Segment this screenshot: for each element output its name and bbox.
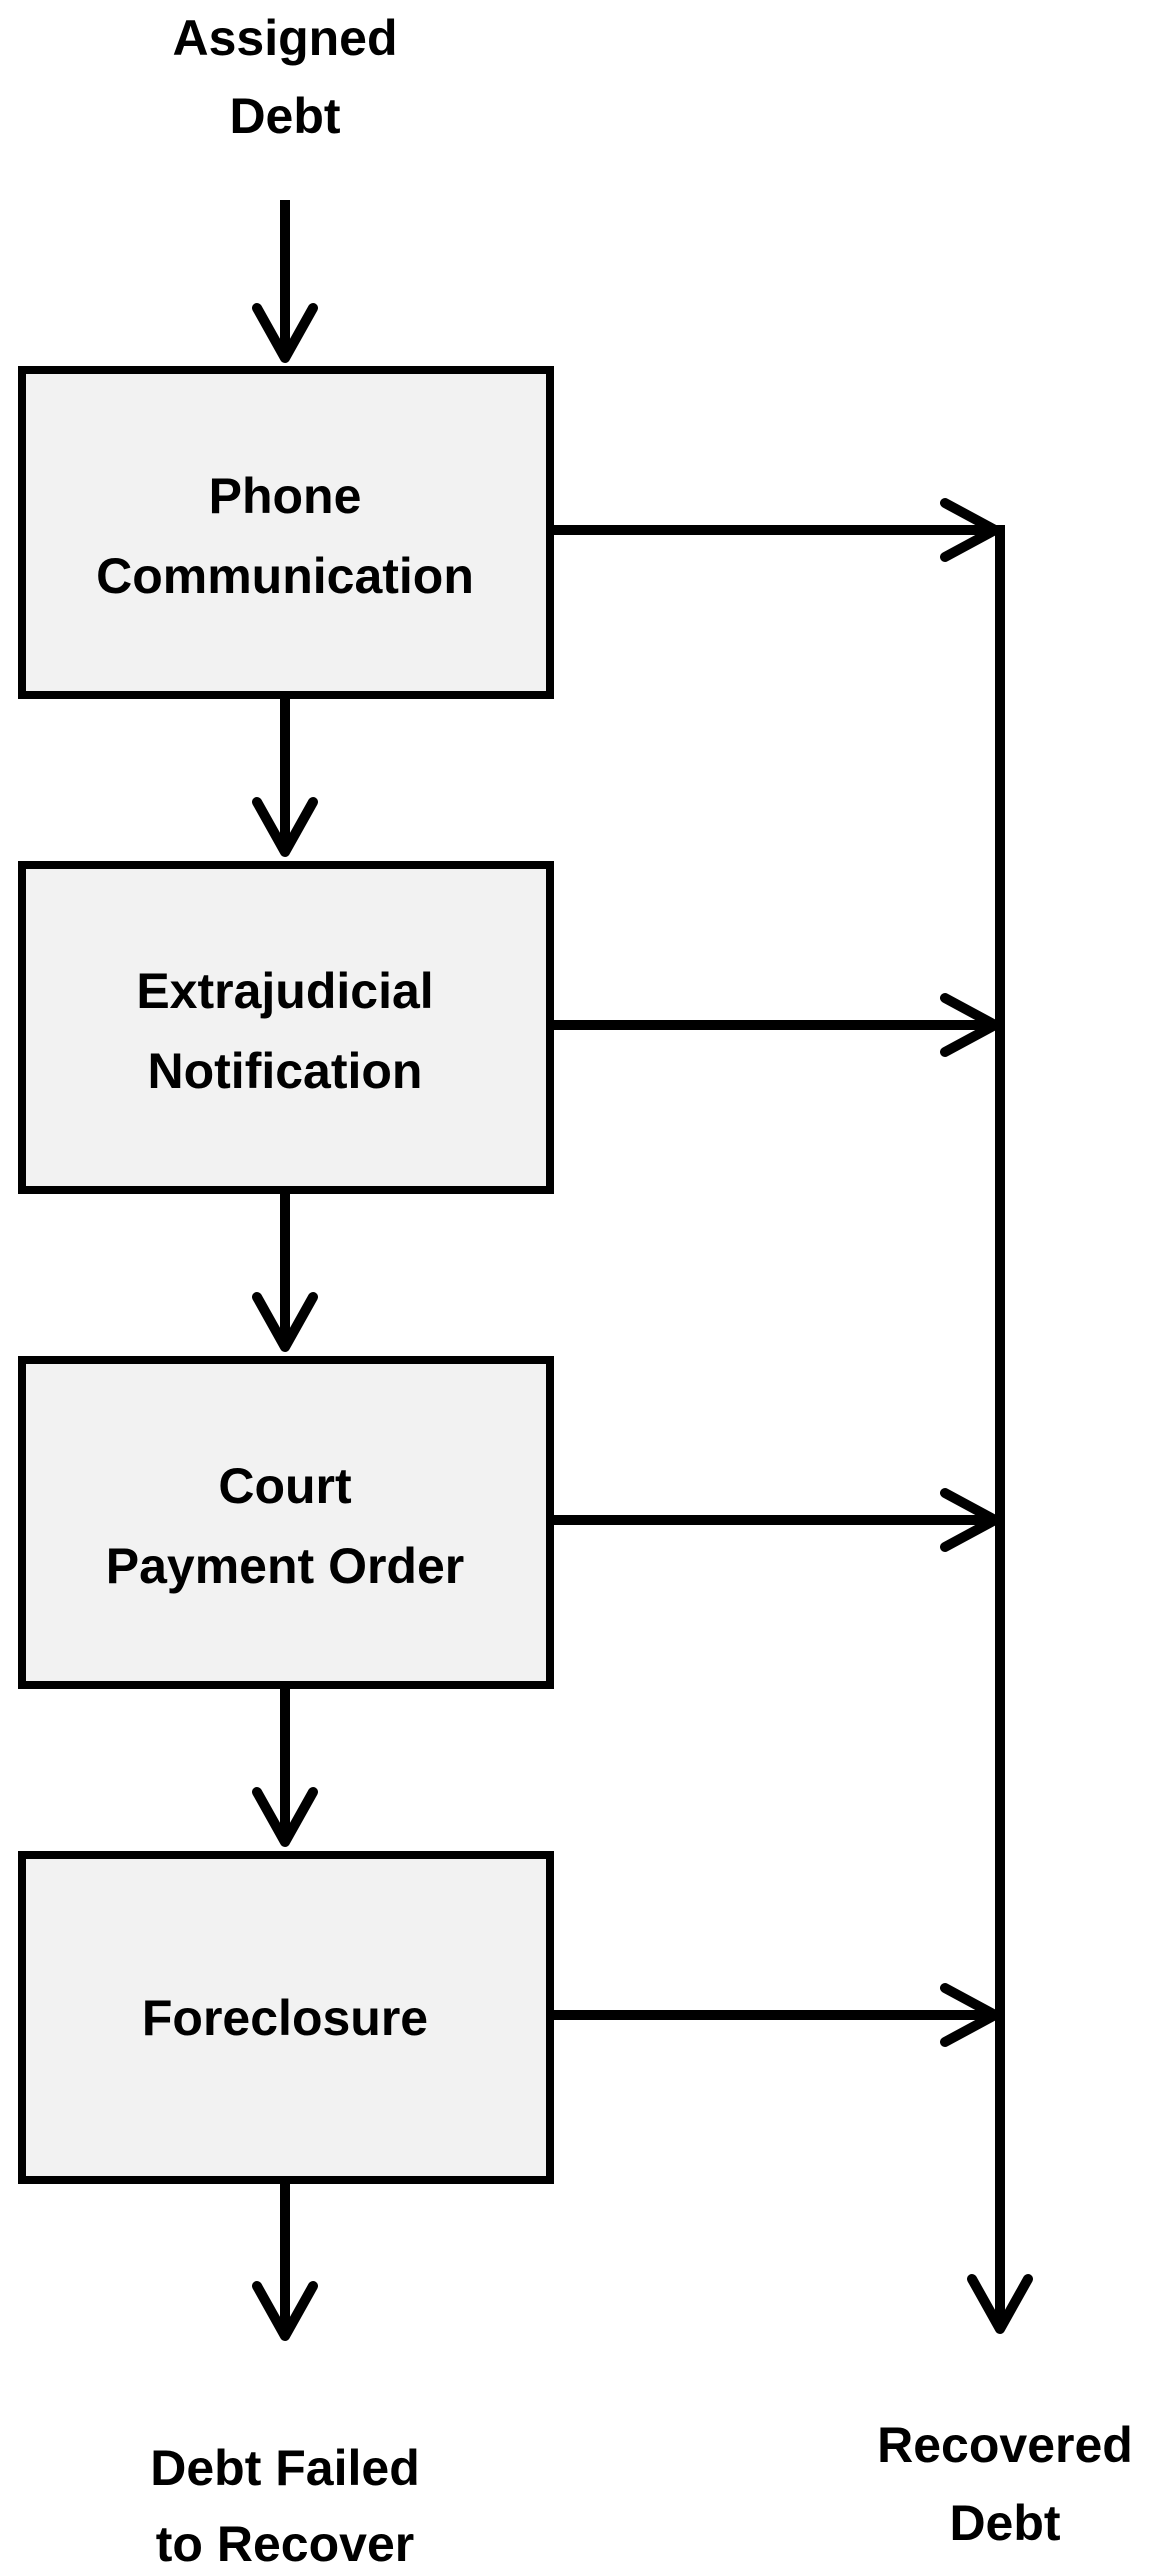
arrowhead-down-icon [252, 2281, 318, 2341]
step-court-payment-order-label-line2: Payment Order [106, 1538, 464, 1594]
failed-outcome-label-line1: Debt Failed [150, 2440, 419, 2496]
recovered-outcome-label-line1: Recovered [877, 2417, 1133, 2473]
step-extrajudicial-notification-label-line2: Notification [148, 1043, 423, 1099]
step-phone-communication-label-line2: Communication [96, 548, 474, 604]
start-label-line2: Debt [229, 88, 340, 144]
step-extrajudicial-notification [18, 861, 554, 1194]
step-court-payment-order-label-line1: Court [218, 1458, 352, 1514]
step-foreclosure-label: Foreclosure [142, 1990, 428, 2046]
arrowhead-down-icon [252, 303, 318, 363]
step-phone-communication-label-line1: Phone [209, 468, 362, 524]
arrowhead-down-icon [252, 1292, 318, 1352]
recovered-outcome-label-line2: Debt [949, 2495, 1060, 2551]
failed-outcome-label-line2: to Recover [156, 2516, 414, 2572]
step-extrajudicial-notification-label-line1: Extrajudicial [136, 963, 433, 1019]
arrowhead-down-icon [252, 1787, 318, 1847]
step-foreclosure [18, 1851, 554, 2184]
arrowhead-down-icon [252, 797, 318, 857]
arrowhead-down-icon [967, 2274, 1033, 2334]
step-phone-communication [18, 366, 554, 699]
start-label-line1: Assigned [172, 10, 397, 66]
step-court-payment-order [18, 1356, 554, 1689]
